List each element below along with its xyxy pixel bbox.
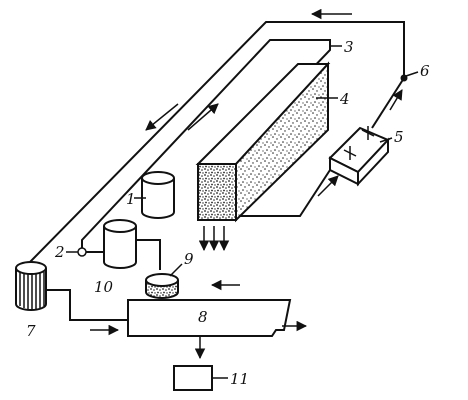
label-3: 3	[344, 38, 354, 56]
pipe-6-to-5	[371, 77, 405, 129]
block-4	[195, 61, 331, 223]
label-6: 6	[420, 62, 430, 80]
pipe-5-to-4	[238, 169, 331, 217]
leader-5	[379, 137, 393, 143]
label-9: 9	[184, 250, 194, 268]
label-5: 5	[394, 128, 404, 146]
label-10: 10	[94, 278, 114, 296]
leader-9	[169, 263, 183, 277]
arrow-from-module-5	[317, 175, 339, 197]
arrow-to-node-6	[389, 89, 403, 111]
tank-8	[127, 299, 292, 337]
tank-10	[103, 219, 137, 269]
arrow-diagonal-down	[145, 103, 179, 131]
pipe-7-to-8	[46, 289, 128, 321]
upper-return-pipe	[29, 21, 405, 263]
valve-2	[77, 247, 87, 257]
collector-7	[15, 261, 47, 311]
pump-9	[145, 273, 179, 299]
label-1: 1	[126, 190, 136, 208]
label-11: 11	[230, 370, 249, 388]
label-8: 8	[198, 308, 208, 326]
box-11	[173, 365, 213, 391]
label-4: 4	[339, 90, 350, 108]
tank-1	[141, 171, 175, 219]
label-7: 7	[26, 322, 36, 340]
arrow-diagonal-up	[187, 103, 219, 131]
label-2: 2	[54, 243, 65, 261]
module-5	[328, 126, 390, 187]
pipe-10-to-9	[136, 239, 161, 270]
leader-6	[405, 71, 419, 77]
